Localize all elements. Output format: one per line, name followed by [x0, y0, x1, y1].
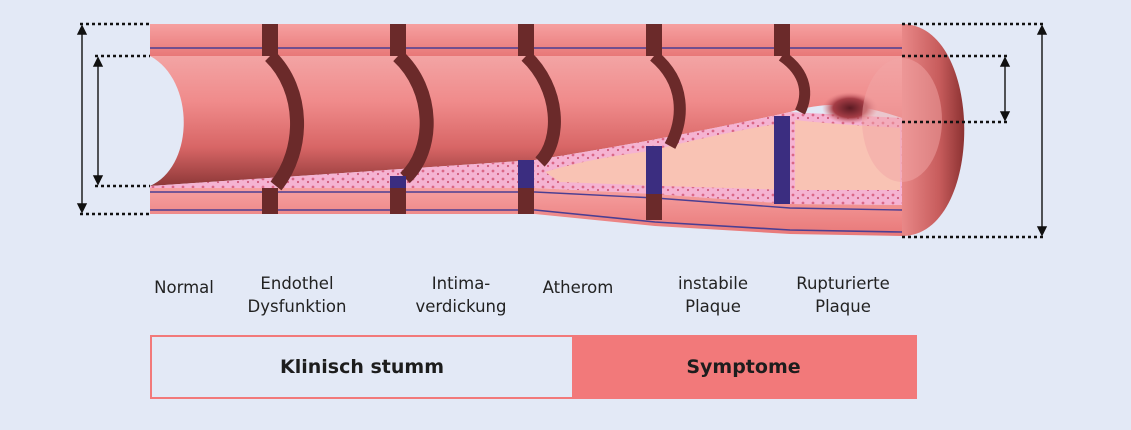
lipid-core-atherom	[545, 150, 660, 186]
vessel-opening	[150, 56, 184, 186]
stage-label-instabile-plaque: instabile Plaque	[677, 274, 749, 316]
stage-label-endothel-dysfunktion: Endothel Dysfunktion	[247, 274, 347, 316]
outer-diameter-guide-left	[80, 22, 152, 216]
diameter-guide-right	[902, 22, 1046, 239]
diameter-arrows-left	[76, 24, 104, 214]
lipid-core-unstable	[662, 122, 790, 190]
phase-clinically-silent: Klinisch stumm	[152, 337, 572, 397]
stage-label-intimaverdickung: Intima- verdickung	[415, 274, 507, 316]
segment-dividers	[262, 24, 811, 220]
vessel-end-cap	[862, 24, 965, 236]
vessel-lumen	[150, 56, 902, 186]
diameter-arrows-right	[999, 24, 1048, 237]
phase-symptoms: Symptome	[572, 337, 915, 397]
stage-label-normal: Normal	[154, 278, 214, 297]
stage-label-atherom: Atherom	[542, 278, 614, 297]
cut-section-dividers	[390, 116, 790, 204]
clinical-phase-bar: Klinisch stumm Symptome	[150, 335, 917, 399]
stage-label-rupturierte-plaque: Rupturierte Plaque	[796, 274, 890, 316]
atherosclerosis-vessel-diagram	[76, 22, 1048, 239]
